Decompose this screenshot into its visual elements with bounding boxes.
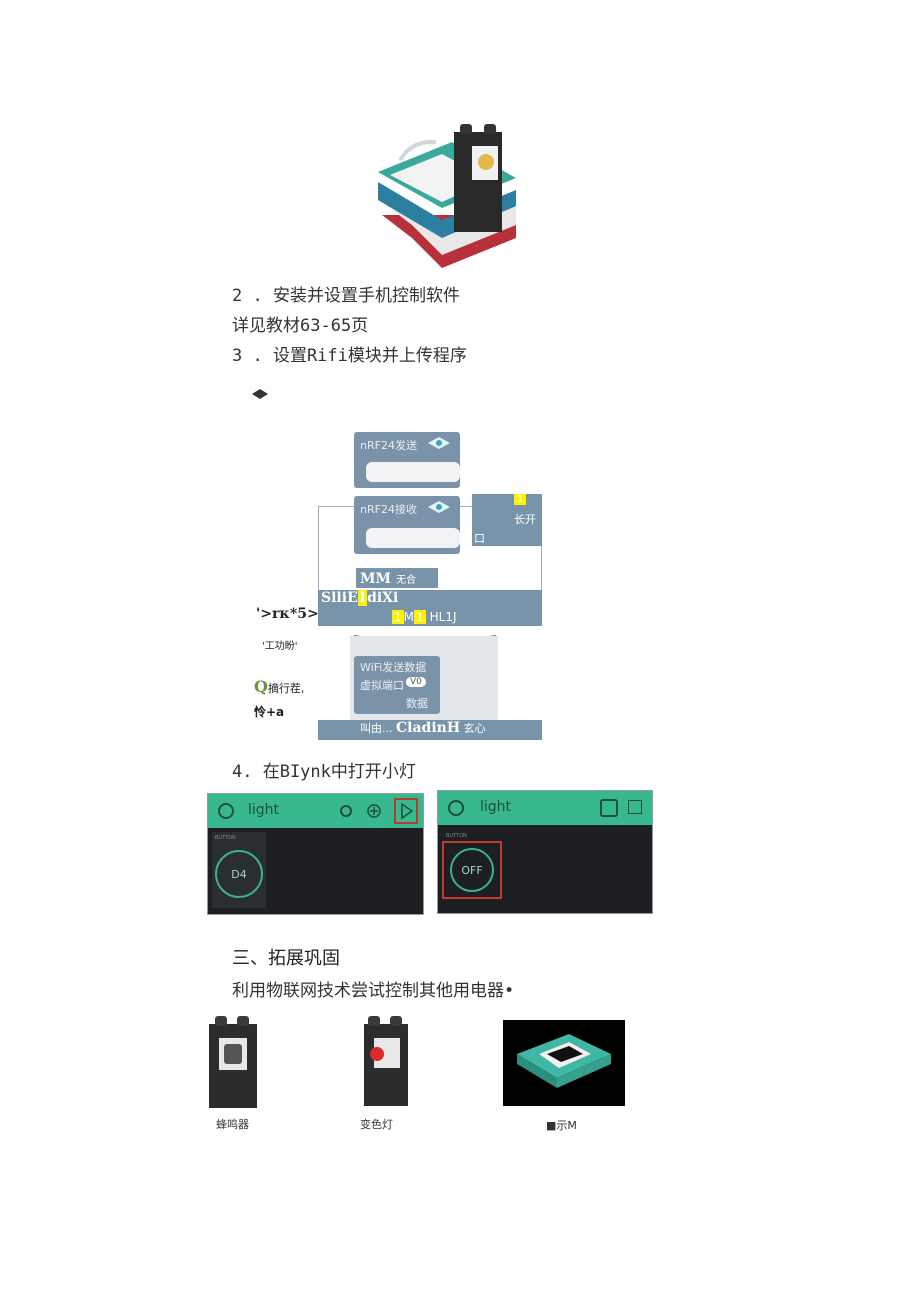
wifi-block-bg: WiFi发送数据 虚拟端口 V0 数据 (350, 636, 498, 720)
color-lamp-image (364, 1016, 408, 1106)
radio-module-icon (428, 437, 450, 449)
module-illustration (378, 124, 516, 268)
value-text-b: HL1J (429, 610, 457, 624)
sllie-highlight: l (357, 590, 368, 606)
section-text: 利用物联网技术尝试控制其他用电器• (232, 981, 515, 1001)
widget-label: BUTTON (215, 835, 236, 841)
wifi-block-title: WiFi发送数据 (360, 661, 427, 674)
color-lamp-caption: 变色灯 (360, 1118, 393, 1131)
play-icon[interactable] (394, 798, 418, 824)
wifi-send-block: WiFi发送数据 虚拟端口 V0 数据 (354, 656, 440, 714)
step-3-title: 3 . 设置Rifi模块并上传程序 (232, 346, 467, 366)
bottom-text-c: 玄心 (463, 722, 486, 735)
wifi-port-badge: V0 (406, 677, 426, 687)
nrf24-receive-block: nRF24接收 (354, 496, 460, 554)
app-header: light (438, 791, 652, 825)
bottom-text-a: 叫由... (360, 722, 393, 735)
display-caption: ■示M (546, 1119, 577, 1132)
mm-bar: MM 无合 (356, 568, 438, 588)
off-button[interactable]: OFF (450, 848, 494, 892)
mm-suffix: 无合 (396, 575, 417, 586)
step-2-title: 2 . 安装并设置手机控制软件 (232, 286, 460, 306)
back-icon[interactable] (218, 803, 234, 819)
widget-label: BUTTON (446, 833, 467, 839)
value-highlight-1: 1 (392, 610, 404, 624)
display-image (503, 1020, 625, 1106)
settings-icon[interactable] (338, 803, 354, 819)
side-mid-value: 长开 (514, 513, 536, 526)
wifi-port-label: 虚拟端口 (360, 679, 404, 692)
side-note-1: '>rκ*5> (256, 606, 319, 622)
bottom-text-b: CladinH (396, 720, 461, 736)
app-header: light (208, 794, 423, 828)
side-panel: 1 长开 口 (472, 494, 542, 546)
side-top-value: 1 (514, 494, 527, 505)
side-note-2: '工功盼' (262, 641, 298, 652)
d4-button[interactable]: D4 (215, 850, 263, 898)
radio-module-icon (428, 501, 450, 513)
value-highlight-2: 1 (414, 610, 426, 624)
side-note-3-text: 摘行茬, (267, 682, 305, 695)
step-2-detail: 详见教材63-65页 (232, 316, 369, 336)
section-heading: 三、拓展巩固 (232, 948, 340, 969)
device-icon[interactable] (600, 799, 618, 817)
step-4-title: 4. 在BIynk中打开小灯 (232, 762, 416, 782)
buzzer-caption: 蜂鸣器 (216, 1118, 249, 1131)
project-title: light (248, 802, 280, 818)
side-note-3: Q摘行茬, (254, 677, 304, 696)
side-note-3-q: Q (254, 677, 268, 696)
value-text-a: M (403, 610, 414, 624)
nrf24-send-block: nRF24发送 (354, 432, 460, 488)
side-low-value: 口 (474, 532, 485, 545)
send-block-title: nRF24发送 (360, 439, 417, 452)
highlight-box: OFF (442, 841, 502, 899)
side-note-4: 怜+a (254, 705, 285, 719)
bottom-bar: 叫由... CladinH 玄心 (318, 720, 542, 740)
blynk-screen-run: light BUTTON OFF (437, 790, 653, 914)
blynk-screen-edit: light BUTTON D4 (207, 793, 424, 915)
wifi-data-label: 数据 (406, 697, 428, 710)
mm-label: MM (360, 571, 391, 587)
sllie-text-a: SlliE (321, 590, 358, 606)
buzzer-image (209, 1016, 257, 1108)
button-widget[interactable]: BUTTON D4 (212, 832, 266, 908)
sllie-text-b: diXi (367, 590, 399, 606)
back-icon[interactable] (448, 800, 464, 816)
chip-icon (252, 389, 268, 399)
stop-icon[interactable] (628, 800, 642, 814)
add-icon[interactable] (366, 803, 382, 819)
project-title: light (480, 799, 512, 815)
receive-block-title: nRF24接收 (360, 503, 417, 516)
